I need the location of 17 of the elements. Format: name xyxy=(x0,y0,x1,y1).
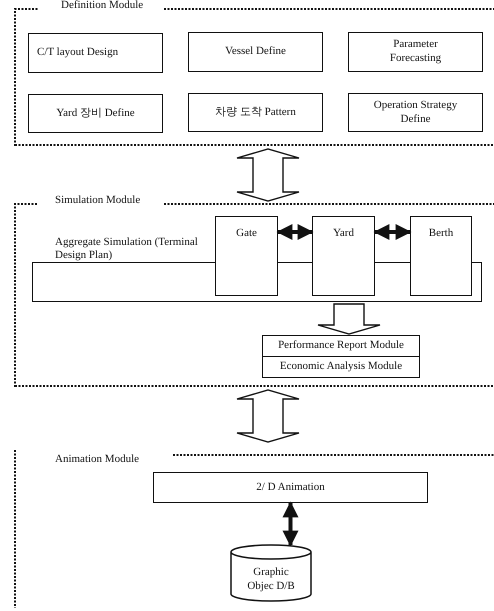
process-box: C/T layout Design xyxy=(28,33,163,73)
process-box: Gate xyxy=(215,216,278,296)
process-box: Performance Report Module xyxy=(262,335,420,357)
block-arrow xyxy=(236,389,300,443)
arrow xyxy=(276,224,314,240)
process-box: Operation Strategy Define xyxy=(348,93,483,132)
process-box: Yard xyxy=(312,216,375,296)
process-box: 차량 도착 Pattern xyxy=(188,93,323,132)
process-box: Berth xyxy=(410,216,472,296)
process-box: Economic Analysis Module xyxy=(262,356,420,378)
process-box: Parameter Forecasting xyxy=(348,32,483,72)
block-arrow xyxy=(236,148,300,202)
process-box: Vessel Define xyxy=(188,32,323,72)
block-arrow xyxy=(317,303,381,335)
process-box: Yard 장비 Define xyxy=(28,94,163,133)
arrow xyxy=(373,224,412,240)
bar-label: Aggregate Simulation (Terminal Design Plan) xyxy=(55,236,199,262)
